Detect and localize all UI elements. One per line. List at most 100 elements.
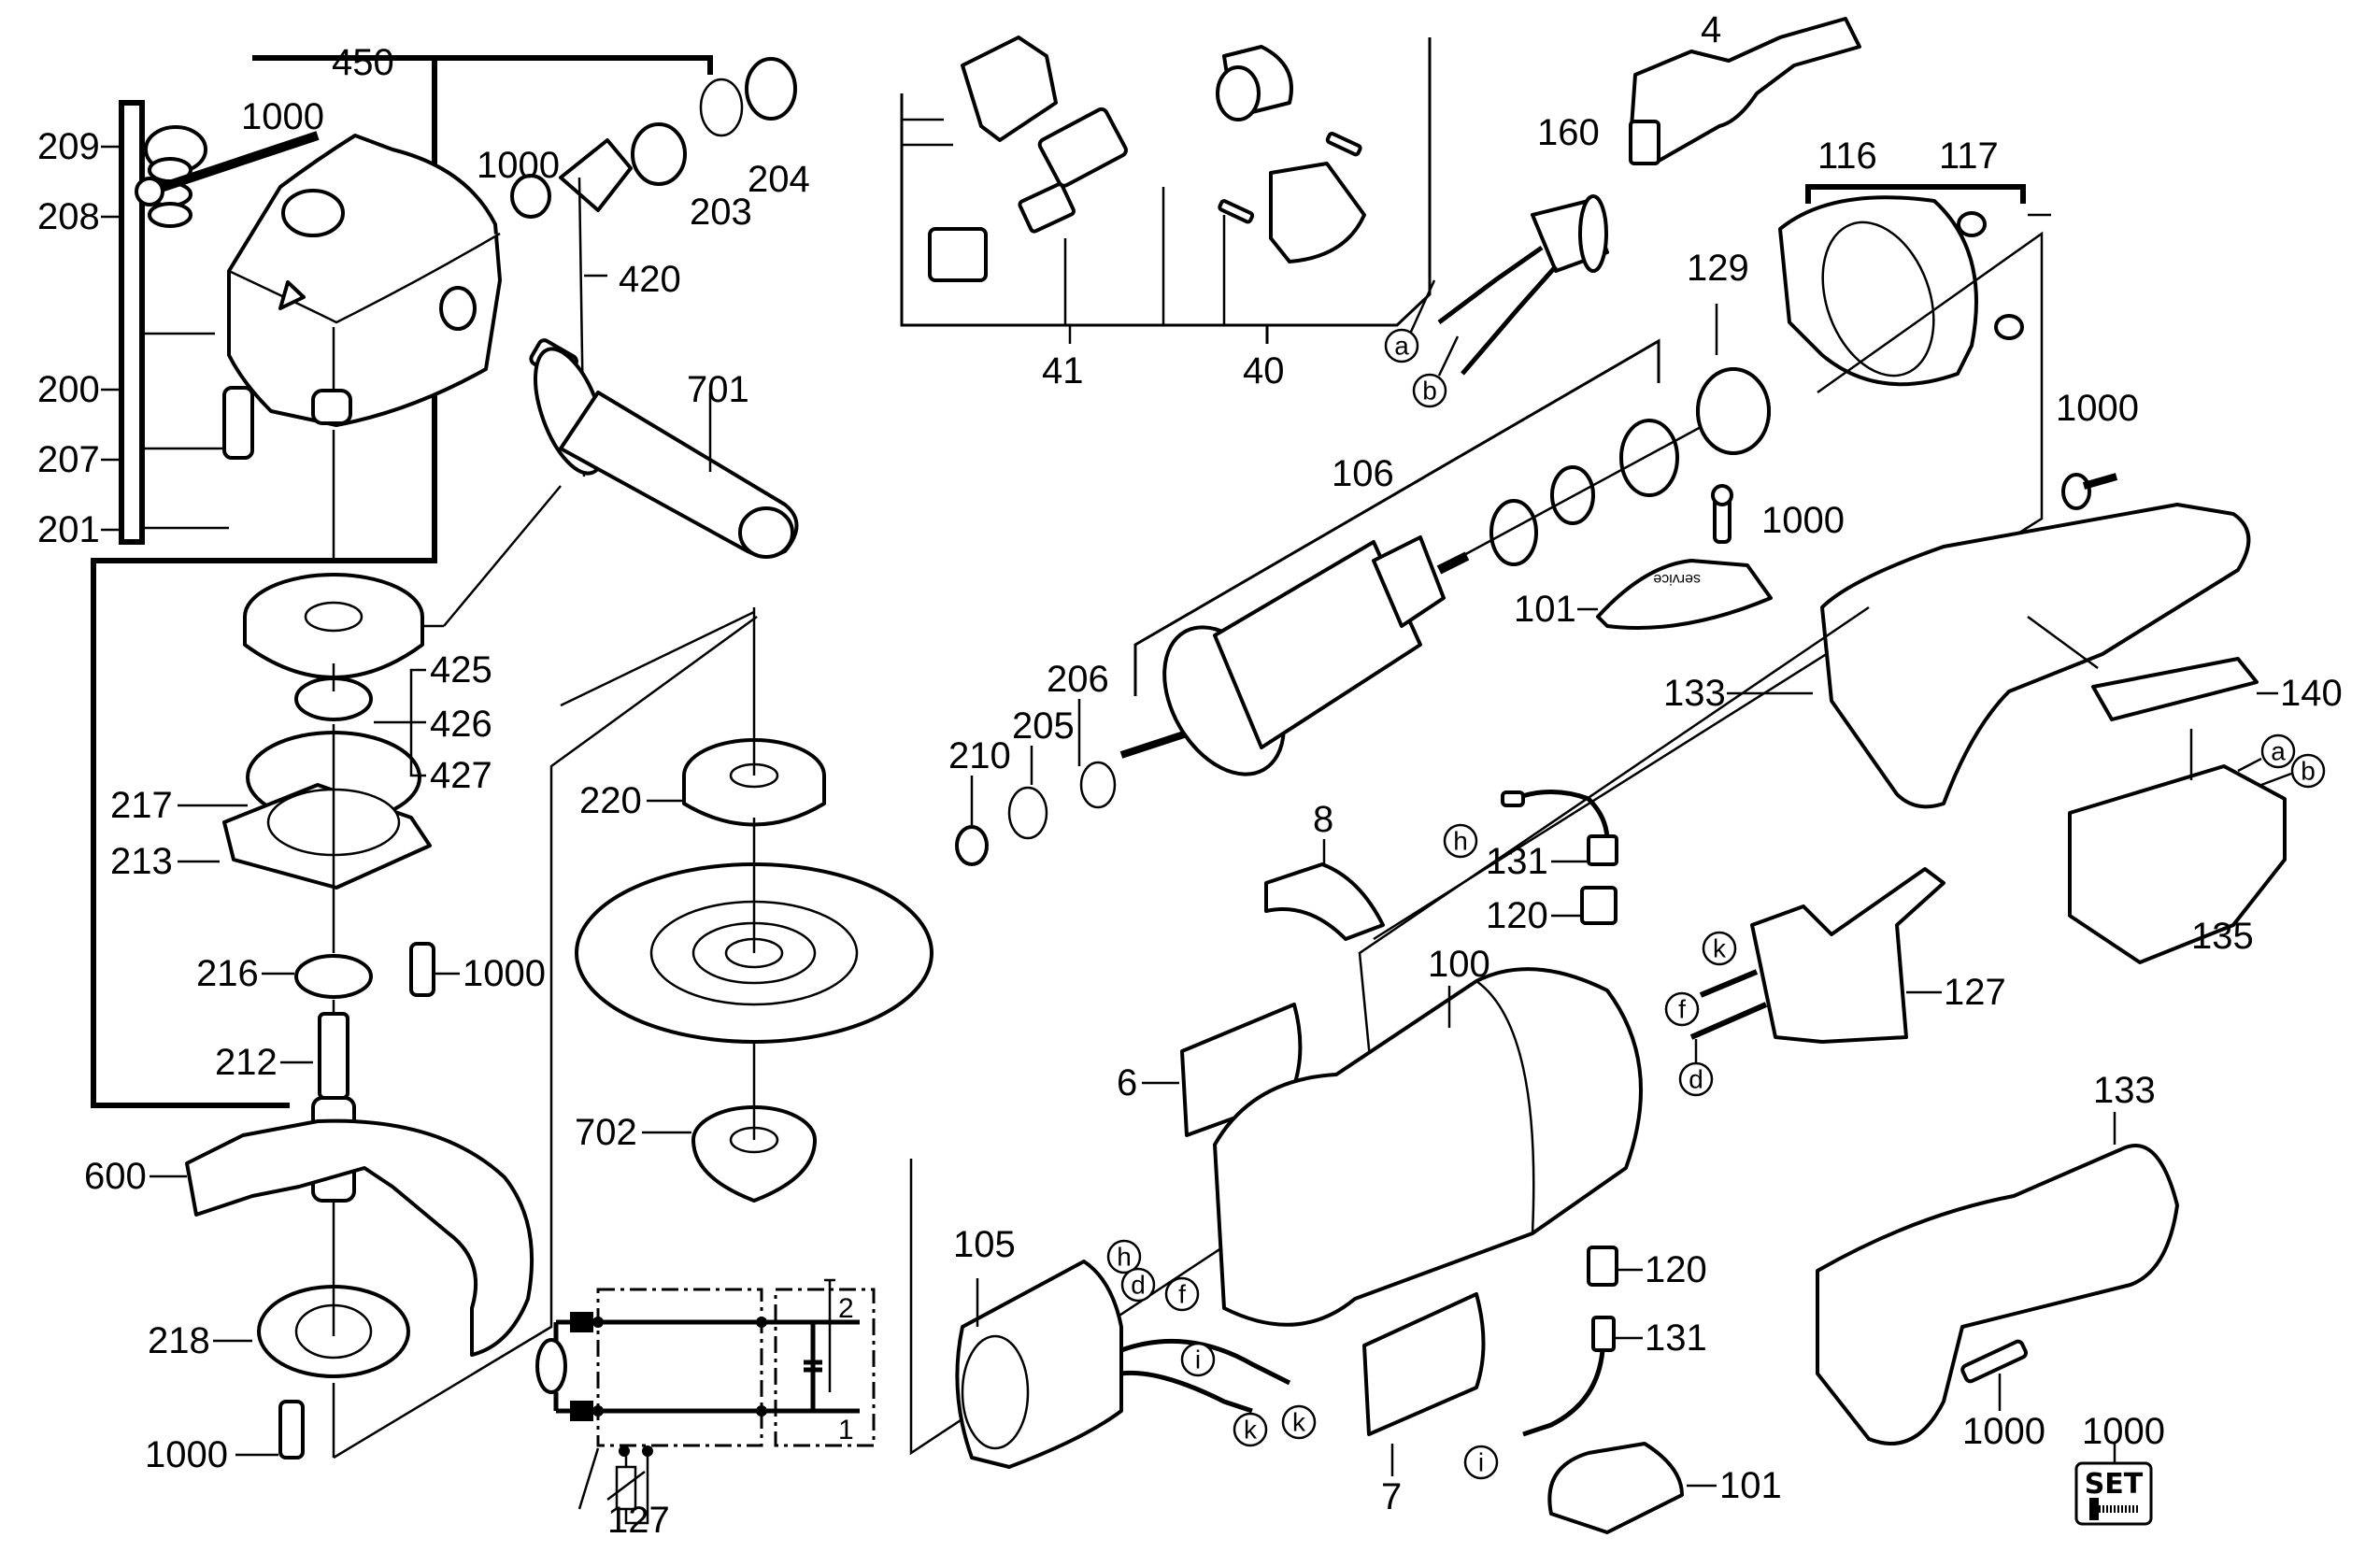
rear-handle-half-part	[1820, 503, 2251, 809]
motor-symbol	[535, 1338, 567, 1394]
callout-600: 600	[84, 1156, 147, 1197]
screw-part-3	[278, 1400, 305, 1459]
connector-i-bottom: i	[1463, 1445, 1499, 1480]
callout-133-bottom: 133	[2093, 1070, 2156, 1111]
washer-part-2	[294, 954, 373, 999]
callout-701: 701	[687, 369, 749, 410]
svg-text:d: d	[1131, 1271, 1146, 1300]
bearing-part-2	[745, 57, 797, 121]
callout-204: 204	[748, 159, 810, 200]
callout-1000-bearing-screw: 1000	[463, 953, 546, 994]
armature-group: service	[955, 338, 1773, 866]
svg-text:i: i	[1478, 1448, 1484, 1477]
callout-131-bottom: 131	[1645, 1317, 1707, 1359]
brush-holder-small-2	[1587, 1246, 1618, 1287]
guard-group	[185, 615, 758, 1459]
switch-position-1: 1	[838, 1415, 854, 1445]
callout-1000-cover-screw: 1000	[1761, 500, 1845, 541]
button-hole	[281, 189, 345, 237]
callout-426: 426	[430, 704, 492, 745]
callout-140: 140	[2280, 673, 2343, 714]
motor-housing-part	[1213, 967, 1643, 1327]
callout-106: 106	[1332, 453, 1394, 494]
callout-160: 160	[1537, 112, 1600, 153]
callout-702: 702	[575, 1112, 637, 1153]
screw-part-5	[1325, 132, 1362, 157]
svg-text:h: h	[1453, 827, 1468, 856]
group-bracket-450	[252, 55, 713, 93]
callout-116: 116	[1817, 135, 1877, 177]
callout-220: 220	[579, 780, 642, 821]
callout-7: 7	[1381, 1476, 1402, 1517]
screw-part-2	[409, 942, 435, 997]
callout-209: 209	[37, 126, 100, 167]
power-cord-part	[1629, 17, 1861, 165]
callout-120-top: 120	[1486, 895, 1548, 936]
svg-text:b: b	[1422, 377, 1437, 406]
armature-part	[1162, 535, 1470, 776]
callout-208: 208	[37, 196, 100, 237]
cord-plug	[1629, 120, 1660, 165]
connector-plug-part	[928, 227, 988, 282]
electronics-module-group	[1689, 867, 1945, 1044]
connector-h-top: h	[1443, 823, 1478, 859]
label-7-part	[1362, 1292, 1486, 1436]
connector-h-coil: h	[1106, 1239, 1142, 1274]
callout-200: 200	[37, 369, 100, 410]
dowel-part-2	[1994, 314, 2024, 340]
pinion-part	[559, 138, 633, 212]
brush-lead-group-top	[1501, 790, 1618, 925]
brush-holder-group	[900, 36, 1432, 344]
schematic-box-switch	[774, 1288, 876, 1447]
callout-1000-grip-screw: 1000	[1962, 1411, 2045, 1452]
bearing-part	[631, 122, 687, 186]
bushing-part	[311, 389, 352, 425]
motor-housing-group	[909, 605, 1870, 1456]
brush-housing-part	[1269, 162, 1366, 263]
connector-d-module: d	[1678, 1061, 1714, 1097]
service-cover-part	[1596, 559, 1773, 630]
svg-text:a: a	[1394, 332, 1409, 361]
svg-text:d: d	[1689, 1065, 1703, 1094]
wiring-schematic: 2 1	[535, 1278, 876, 1525]
svg-text:h: h	[1117, 1243, 1132, 1272]
brush-lead-group-bottom	[1522, 1246, 1684, 1534]
group-bracket-200	[119, 100, 145, 545]
disc-group	[560, 607, 933, 1203]
callout-1000-screw-top: 1000	[241, 96, 324, 137]
callout-labels: 209 208 200 207 201 450 1000 1000 203 20…	[37, 9, 2343, 1541]
service-cover-part-2	[1547, 1442, 1684, 1534]
carbon-brush-small-2	[1591, 1316, 1616, 1352]
label-8-part	[1264, 862, 1385, 941]
inductor-bottom	[570, 1401, 593, 1421]
dowel-part	[1957, 211, 1987, 237]
connector-i-coil: i	[1180, 1342, 1216, 1377]
cord-group	[1437, 17, 1861, 376]
screw-part	[135, 131, 320, 206]
callout-217: 217	[110, 785, 173, 826]
front-cover-group	[1373, 184, 2051, 941]
brush-holder-cap-part	[961, 36, 1058, 142]
callout-427: 427	[430, 755, 492, 796]
inductor-top	[570, 1312, 593, 1332]
electronics-module-part	[1750, 867, 1945, 1044]
callout-216: 216	[196, 953, 259, 994]
connector-k-coil-1: k	[1233, 1412, 1268, 1447]
screw-set-badge: SET	[2074, 1444, 2153, 1526]
connector-d-coil: d	[1120, 1267, 1156, 1303]
nut-part	[510, 174, 551, 219]
switch-part	[2068, 764, 2287, 964]
spindle-group	[222, 485, 562, 1203]
svg-text:k: k	[1244, 1416, 1258, 1445]
field-coil-group	[955, 1260, 1291, 1469]
callout-120-bottom: 120	[1645, 1249, 1707, 1290]
callout-101-top: 101	[1514, 589, 1576, 630]
svg-text:k: k	[1292, 1408, 1306, 1437]
svg-text:f: f	[1678, 995, 1686, 1024]
callout-206: 206	[1047, 659, 1109, 700]
callout-135: 135	[2191, 916, 2254, 957]
screw-part-8	[1960, 1339, 2028, 1384]
svg-text:b: b	[2301, 757, 2316, 786]
callout-127-module: 127	[1944, 972, 2006, 1013]
connector-b-switch: b	[2290, 753, 2326, 789]
